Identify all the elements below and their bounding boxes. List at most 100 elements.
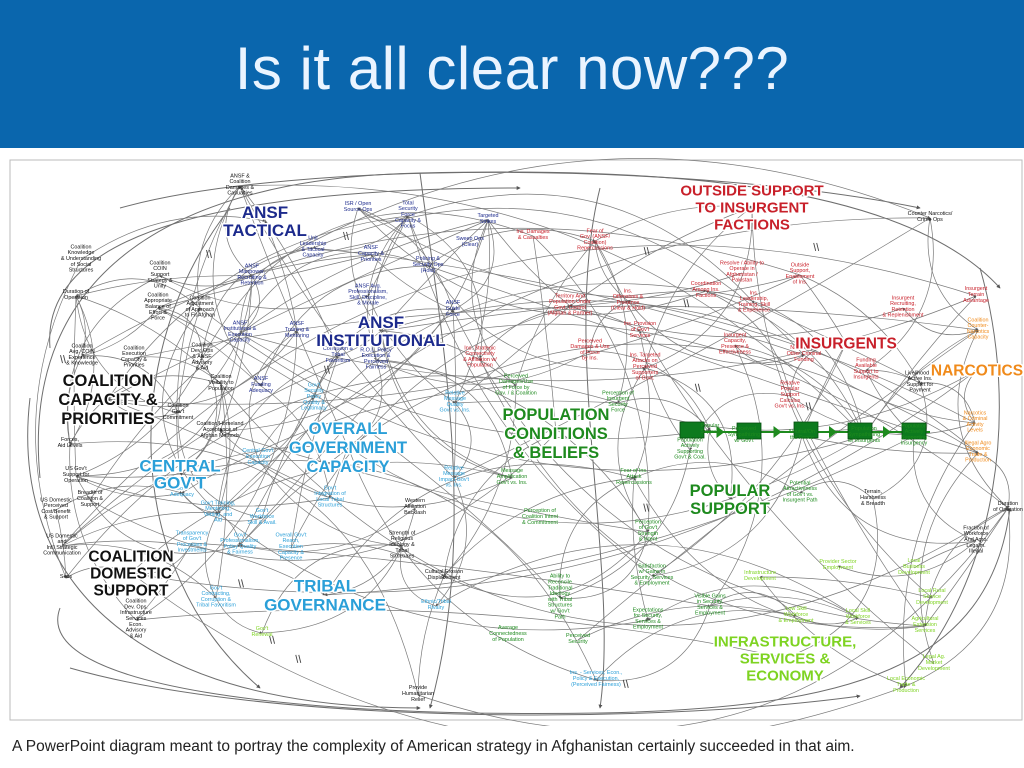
connection-arrow	[159, 275, 369, 310]
variable-node-line: Provider Sector	[819, 559, 856, 565]
variable-node-line: Execution	[122, 351, 146, 357]
variable-node-line: Local Economic	[887, 676, 925, 682]
variable-node-line: Message	[501, 468, 523, 474]
outer-loop-arrow	[585, 187, 605, 709]
connection-arrow	[181, 492, 263, 522]
variable-node-line: ANSF	[446, 300, 461, 306]
variable-node-line: Breadth of	[78, 490, 103, 496]
connection-arrow	[407, 215, 483, 359]
connection-arrow	[107, 398, 331, 499]
variable-node-line: & Aid	[196, 366, 209, 372]
variable-node-line: & Employment	[634, 581, 670, 587]
variable-node-line: Leadership	[300, 241, 327, 247]
variable-node-line: Manpower,	[239, 269, 266, 275]
variable-node-line: Retention	[891, 307, 914, 313]
variable-node-line: Reconcile	[548, 580, 572, 586]
variable-node-line: Narcotics &	[790, 345, 818, 351]
connection-arrow	[73, 295, 78, 477]
connection-arrow	[177, 275, 253, 414]
variable-node-line: Professionalism,	[220, 538, 260, 544]
connection-arrow	[801, 435, 977, 544]
connection-arrow	[709, 592, 797, 617]
slide-title: Is it all clear now???	[234, 35, 790, 102]
variable-node-line: ANSF &	[230, 173, 250, 179]
variable-node-line: Coalition	[968, 317, 989, 323]
cluster-label-line: INSTITUTIONAL	[316, 331, 445, 350]
cluster-label-line: CAPACITY &	[58, 391, 157, 409]
variable-node-line: Support	[781, 392, 800, 398]
variable-node-line: Structures	[69, 268, 94, 274]
variable-node-line: Infrastructure	[120, 610, 152, 616]
variable-node-line: & Intent	[639, 537, 658, 543]
variable-node-line: Coalition	[211, 374, 232, 380]
variable-node-line: Insurgent	[892, 295, 915, 301]
connection-arrow	[589, 300, 629, 352]
connection-arrow	[407, 215, 646, 370]
variable-node-line: Capacity,	[724, 338, 747, 344]
variable-node: Counter Narcotics/Crime Ops	[908, 211, 953, 223]
variable-node-line: Relative	[780, 380, 799, 386]
cluster-label-line: DOMESTIC	[90, 565, 172, 582]
variable-node-line: Territory And	[555, 293, 585, 299]
cluster-label-line: GOVERNANCE	[264, 595, 386, 614]
connection-arrow	[35, 259, 82, 579]
connection-arrow	[75, 295, 179, 414]
connection-arrow	[924, 507, 1009, 627]
connection-arrow	[260, 385, 332, 499]
cluster-label-line: ECONOMY	[746, 667, 824, 684]
variable-node-line: Balance of	[145, 304, 171, 310]
connection-arrow	[964, 369, 978, 424]
variable-node-line: Perception of	[524, 508, 556, 514]
variable-node-line: & Support	[44, 515, 68, 521]
variable-node-line: Impact Gov't	[439, 477, 470, 483]
variable-node-line: Sympathizing	[848, 432, 880, 438]
cluster-label-line: COALITION	[63, 372, 154, 390]
cluster-label-line: CAPACITY	[306, 458, 389, 476]
variable-node-line: Coalition	[124, 345, 145, 351]
variable-node-line: Capacity &	[278, 550, 304, 556]
connection-arrow	[957, 329, 1009, 509]
variable-node-line: Commitment	[163, 415, 194, 421]
connection-arrow	[443, 385, 517, 577]
variable-node-line: & Breadth	[861, 501, 885, 507]
connection-arrow	[753, 302, 921, 384]
variable-node-line: Employment	[823, 565, 853, 571]
variable-node-line: Services &	[635, 619, 661, 625]
cluster-label-line: POPULATION	[503, 406, 610, 424]
variable-node-line: R.O.L. Policy	[360, 347, 392, 353]
variable-node-line: Levels	[967, 428, 983, 434]
connection-arrow	[471, 219, 517, 387]
connection-arrow	[443, 432, 557, 577]
variable-node-line: & Affiliation w/	[463, 357, 497, 363]
connection-arrow	[569, 272, 743, 308]
cluster-label-insurgents: INSURGENTS	[795, 335, 897, 352]
connection-arrow	[290, 355, 339, 549]
connection-arrow	[107, 274, 801, 405]
variable-node-line: by Ins.	[582, 356, 598, 362]
connection-arrow	[919, 452, 979, 665]
connection-arrow	[627, 300, 805, 364]
variable-node-line: w/ Gov't	[549, 609, 570, 615]
variable-node-line: w/ Gov't	[733, 438, 754, 444]
connection-arrow	[219, 430, 513, 508]
variable-node-line: Gov't	[172, 409, 185, 415]
variable-node-line: Local	[908, 558, 921, 564]
variable-node-line: & Morale	[357, 301, 379, 307]
variable-node-line: of Gov't	[639, 525, 658, 531]
variable-node-line: Local Skill	[846, 608, 870, 614]
variable-node-line: Effectiveness	[719, 350, 751, 356]
connection-arrow	[532, 235, 558, 434]
